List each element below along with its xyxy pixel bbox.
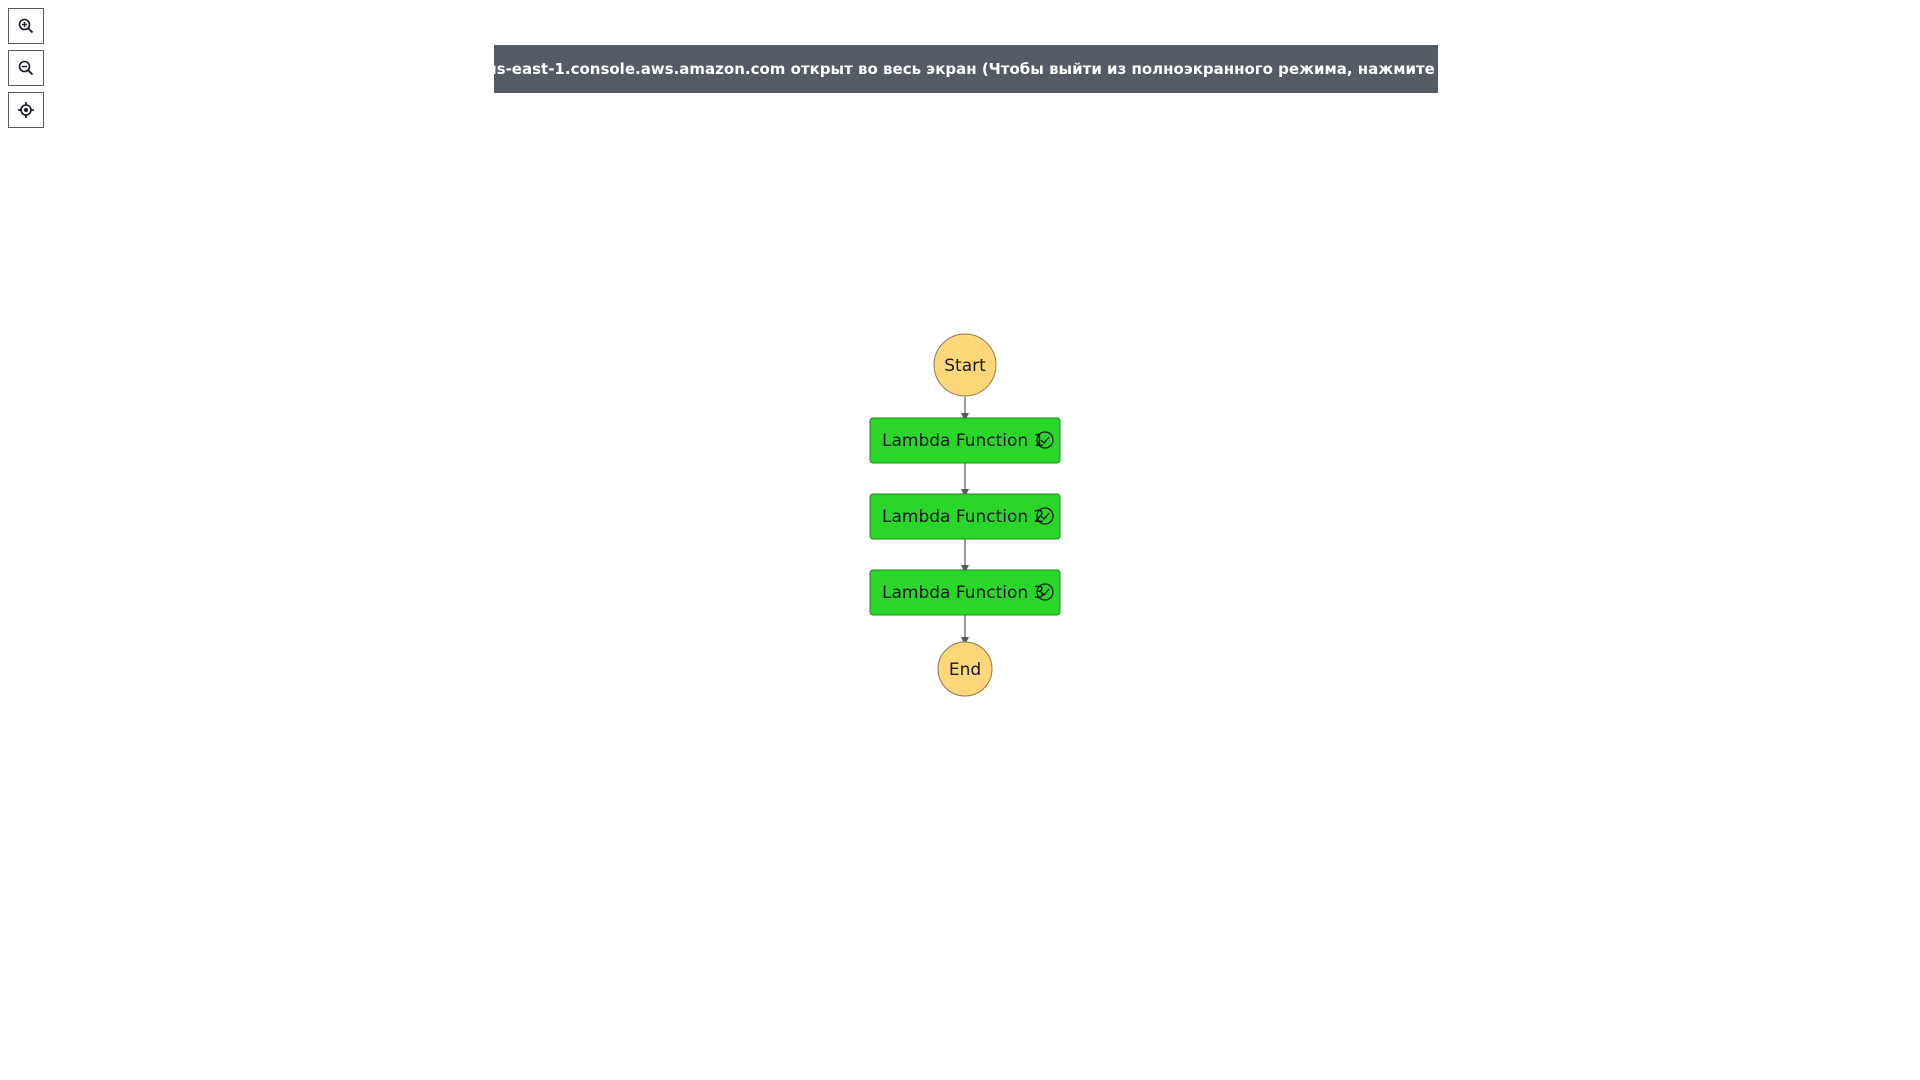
fullscreen-message: Сайт us-east-1.console.aws.amazon.com от… [440, 60, 1435, 78]
state-label: Lambda Function 1 [882, 431, 1044, 451]
end-node-label: End [949, 660, 981, 680]
state-lambda-function-1[interactable]: Lambda Function 1 [869, 417, 1061, 464]
success-check-icon [1036, 507, 1054, 525]
state-lambda-function-3[interactable]: Lambda Function 3 [869, 569, 1061, 616]
state-label: Lambda Function 3 [882, 583, 1044, 603]
start-node-label: Start [944, 356, 986, 376]
center-graph-button[interactable] [8, 92, 44, 128]
zoom-in-icon [18, 18, 34, 34]
state-label: Lambda Function 2 [882, 507, 1044, 527]
zoom-out-icon [18, 60, 34, 76]
zoom-out-button[interactable] [8, 50, 44, 86]
esc-key-hint: Esc [1442, 54, 1479, 84]
graph-zoom-controls [8, 8, 44, 134]
end-node[interactable]: End [937, 641, 993, 697]
success-check-icon [1036, 431, 1054, 449]
success-check-icon [1036, 583, 1054, 601]
zoom-in-button[interactable] [8, 8, 44, 44]
state-lambda-function-2[interactable]: Lambda Function 2 [869, 493, 1061, 540]
fullscreen-notification: Сайт us-east-1.console.aws.amazon.com от… [440, 45, 1492, 93]
start-node[interactable]: Start [933, 333, 997, 397]
fullscreen-message-end: ) [1484, 60, 1492, 78]
center-icon [18, 102, 34, 118]
